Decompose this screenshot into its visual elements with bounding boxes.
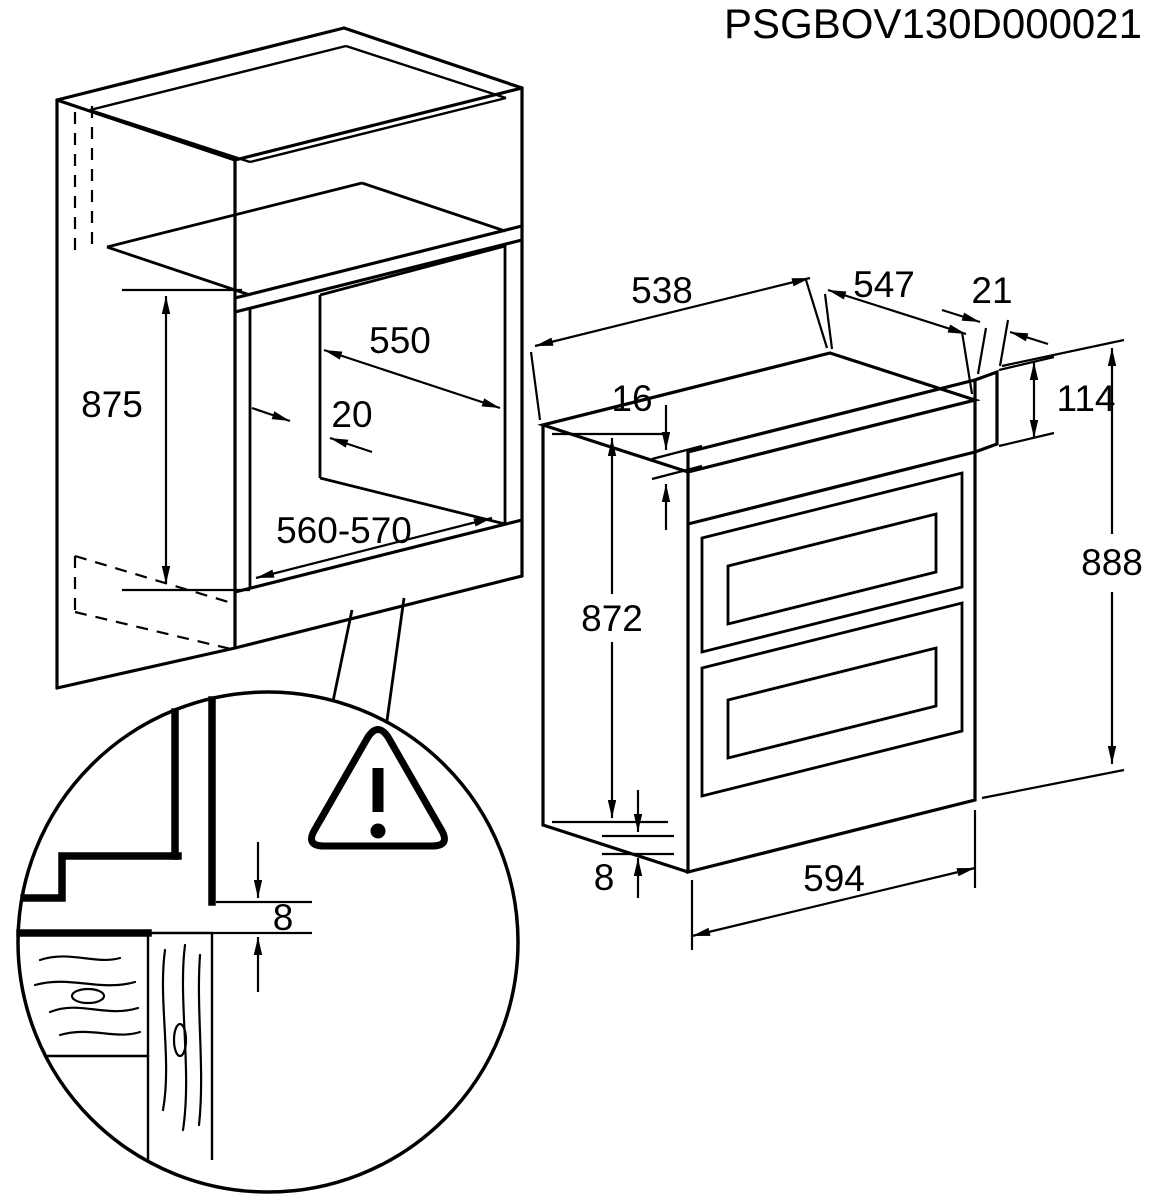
- dim-niche-depth: 550: [369, 320, 431, 361]
- lower-oven-window: [726, 646, 938, 760]
- dim-vent-gap: 8: [273, 897, 294, 938]
- dim-trim-height: 16: [611, 378, 652, 419]
- upper-oven-window: [726, 512, 938, 626]
- model-code: PSGBOV130D000021: [724, 0, 1142, 47]
- dim-rear-gap: 20: [331, 394, 372, 435]
- dim-bottom-clearance: 8: [594, 857, 615, 898]
- upper-oven-door: [700, 471, 964, 654]
- lower-oven-door: [700, 601, 964, 798]
- cabinet-dimensions: 875 550 20 560-570: [81, 288, 501, 592]
- dim-niche-width: 560-570: [276, 510, 412, 551]
- dim-front-width: 594: [803, 858, 865, 899]
- control-panel-edge: [686, 450, 977, 526]
- wood-grain: [33, 943, 203, 1132]
- dim-overhang: 21: [971, 270, 1012, 311]
- oven-dimensions: 538 547 21 16 114 872 888: [529, 264, 1143, 950]
- dim-body-height: 872: [581, 598, 643, 639]
- oven-side-flange: [973, 369, 999, 454]
- oven-drawing: [537, 351, 999, 875]
- detail-view: 8: [16, 690, 520, 1194]
- detail-circle: [16, 690, 520, 1194]
- warning-icon: [308, 726, 448, 850]
- dim-total-height: 888: [1081, 542, 1143, 583]
- dim-top-width: 538: [631, 270, 693, 311]
- dim-top-depth: 547: [853, 264, 915, 305]
- dim-panel-height: 114: [1057, 378, 1116, 419]
- dim-niche-height: 875: [81, 384, 143, 425]
